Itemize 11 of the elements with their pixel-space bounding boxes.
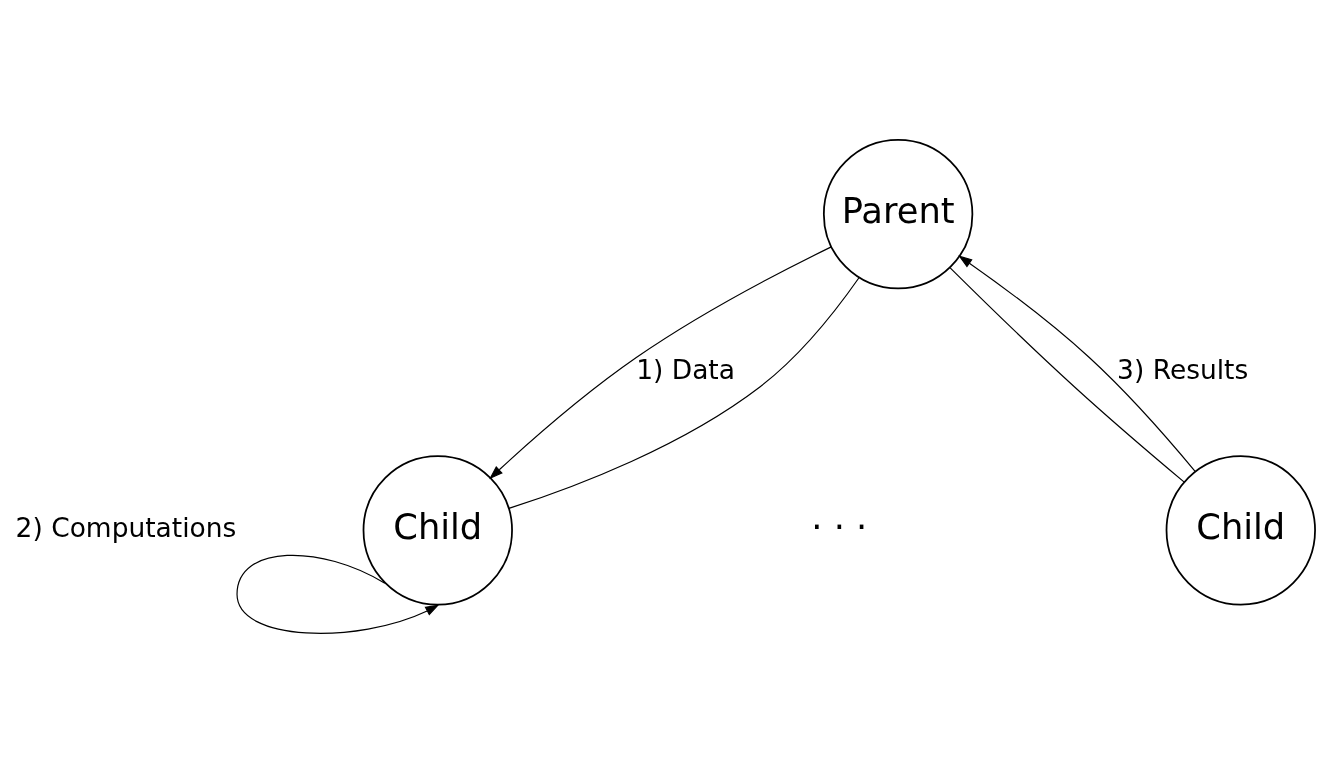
node-circle: Child	[1165, 454, 1316, 605]
edge-label: 2) Computations	[15, 511, 237, 543]
arrow	[236, 554, 440, 634]
connector	[949, 266, 1185, 483]
edge-label: 3) Results	[1117, 353, 1249, 385]
node-circle: Child	[362, 454, 513, 605]
arrow	[958, 254, 1196, 472]
label: · · ·	[811, 505, 868, 547]
connector	[508, 276, 860, 509]
arrow	[489, 245, 832, 479]
edge-label: 1) Data	[636, 353, 735, 385]
